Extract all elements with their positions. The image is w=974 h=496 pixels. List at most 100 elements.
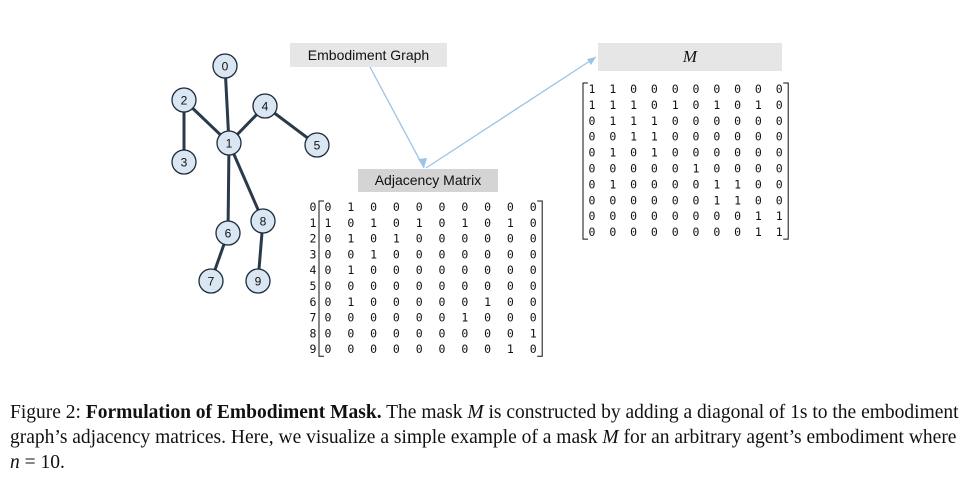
matrix-row-label: 0 (310, 200, 317, 214)
matrix-cell: 0 (393, 295, 400, 309)
matrix-cell: 0 (484, 263, 491, 277)
matrix-cell: 0 (370, 342, 377, 356)
matrix-cell: 0 (609, 130, 616, 144)
matrix-cell: 0 (416, 263, 423, 277)
mask-title-label: M (598, 43, 782, 71)
graph-node: 4 (252, 93, 278, 119)
matrix-cell: 0 (507, 295, 514, 309)
matrix-cell: 0 (693, 193, 700, 207)
matrix-cell: 0 (439, 311, 446, 325)
matrix-cell: 0 (589, 177, 596, 191)
matrix-cell: 0 (530, 200, 537, 214)
matrix-cell: 0 (530, 247, 537, 261)
graph-node-label: 3 (181, 156, 188, 170)
matrix-cell: 1 (776, 225, 783, 239)
matrix-cell: 1 (713, 193, 720, 207)
graph-edge (226, 142, 231, 234)
matrix-cell: 1 (507, 342, 514, 356)
matrix-cell: 0 (672, 162, 679, 176)
matrix-cell: 0 (347, 216, 354, 230)
arrow-head-mask (587, 57, 596, 65)
matrix-cell: 0 (776, 130, 783, 144)
matrix-cell: 0 (734, 225, 741, 239)
matrix-cell: 0 (693, 98, 700, 112)
matrix-cell: 1 (347, 232, 354, 246)
graph-node: 7 (198, 268, 224, 294)
matrix-cell: 0 (589, 162, 596, 176)
matrix-cell: 0 (609, 225, 616, 239)
matrix-cell: 0 (347, 326, 354, 340)
matrix-cell: 0 (651, 209, 658, 223)
matrix-cell: 0 (325, 326, 332, 340)
graph-edge (227, 142, 265, 222)
matrix-cell: 0 (734, 209, 741, 223)
matrix-cell: 1 (589, 82, 596, 96)
adjacency-matrix-label: Adjacency Matrix (358, 169, 498, 192)
matrix-cell: 0 (325, 200, 332, 214)
matrix-row-label: 1 (310, 216, 317, 230)
matrix-row-label: 6 (310, 295, 317, 309)
matrix-cell: 0 (416, 342, 423, 356)
graph-node-label: 1 (226, 137, 233, 151)
matrix-cell: 0 (755, 193, 762, 207)
matrix-cell: 0 (484, 342, 491, 356)
matrix-cell: 0 (393, 326, 400, 340)
matrix-cell: 1 (755, 209, 762, 223)
matrix-cell: 0 (439, 232, 446, 246)
matrix-cell: 0 (393, 279, 400, 293)
matrix-cell: 0 (651, 225, 658, 239)
matrix-cell: 0 (530, 279, 537, 293)
graph-node: 6 (215, 220, 241, 246)
matrix-cell: 0 (416, 232, 423, 246)
matrix-cell: 0 (507, 326, 514, 340)
matrix-cell: 0 (776, 162, 783, 176)
matrix-cell: 0 (393, 263, 400, 277)
matrix-cell: 0 (347, 311, 354, 325)
matrix-cell: 0 (734, 82, 741, 96)
matrix-cell: 0 (439, 216, 446, 230)
matrix-cell: 0 (630, 82, 637, 96)
matrix-cell: 0 (589, 114, 596, 128)
arrow-head-adjacency (418, 158, 427, 168)
matrix-cell: 1 (609, 82, 616, 96)
matrix-cell: 0 (530, 295, 537, 309)
matrix-cell: 0 (370, 200, 377, 214)
matrix-cell: 0 (325, 279, 332, 293)
matrix-cell: 1 (713, 98, 720, 112)
matrix-cell: 0 (325, 295, 332, 309)
matrix-cell: 1 (713, 177, 720, 191)
graph-node: 9 (245, 268, 271, 294)
matrix-cell: 0 (755, 130, 762, 144)
matrix-cell: 0 (589, 193, 596, 207)
matrix-cell: 0 (630, 225, 637, 239)
matrix-cell: 0 (461, 326, 468, 340)
matrix-cell: 0 (693, 114, 700, 128)
matrix-cell: 0 (439, 263, 446, 277)
matrix-cell: 0 (439, 342, 446, 356)
graph-node-label: 4 (262, 100, 269, 114)
matrix-cell: 0 (484, 216, 491, 230)
matrix-cell: 1 (347, 263, 354, 277)
matrix-cell: 0 (755, 114, 762, 128)
matrix-cell: 1 (755, 98, 762, 112)
matrix-cell: 0 (609, 209, 616, 223)
arrow-adjacency-to-mask (425, 56, 597, 169)
matrix-cell: 0 (530, 311, 537, 325)
matrix-cell: 0 (589, 225, 596, 239)
matrix-cell: 0 (484, 232, 491, 246)
matrix-cell: 1 (609, 98, 616, 112)
matrix-cell: 0 (416, 247, 423, 261)
caption-text-3: for an arbitrary agent’s embodiment wher… (623, 427, 957, 448)
matrix-cell: 0 (755, 146, 762, 160)
matrix-cell: 0 (484, 279, 491, 293)
matrix-cell: 1 (325, 216, 332, 230)
matrix-cell: 1 (651, 146, 658, 160)
matrix-cell: 0 (693, 177, 700, 191)
matrix-cell: 0 (713, 209, 720, 223)
matrix-cell: 1 (484, 295, 491, 309)
matrix-cell: 0 (776, 146, 783, 160)
matrix-cell: 0 (416, 311, 423, 325)
